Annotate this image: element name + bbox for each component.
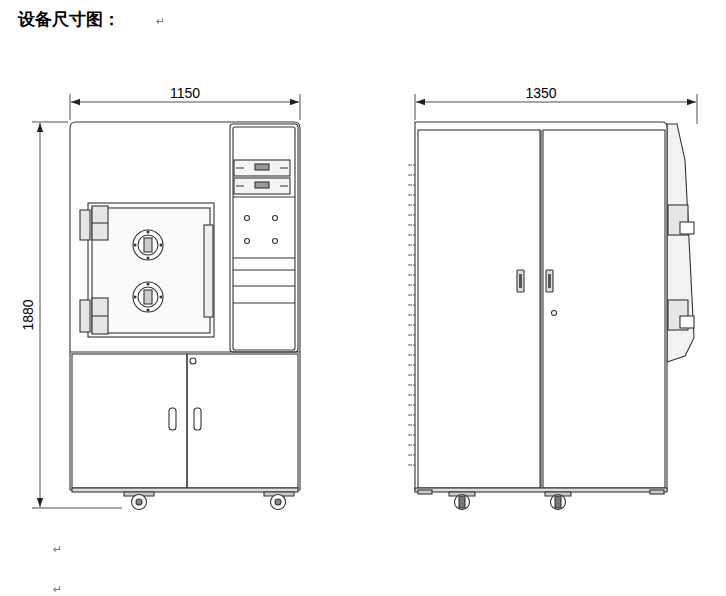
drawing-line [92, 298, 108, 334]
drawing-line [540, 130, 541, 488]
drawing-line [233, 196, 295, 197]
drawing-line [273, 216, 278, 221]
drawing-line [134, 244, 137, 247]
drawing-line [546, 270, 553, 292]
drawing-line [255, 182, 269, 188]
drawing-line [236, 168, 288, 186]
drawing-line [160, 244, 163, 247]
drawing-line [517, 270, 524, 292]
drawing-line [245, 239, 250, 244]
height-dimension: 1880 [21, 297, 36, 332]
drawing-line [133, 282, 163, 312]
drawing-line [138, 235, 158, 255]
drawing-line [40, 123, 41, 507]
drawing-line [233, 269, 295, 270]
drawing-line [204, 225, 213, 317]
drawing-line [72, 488, 298, 492]
drawing-line [194, 408, 201, 430]
drawing-line [92, 222, 108, 223]
drawing-line [255, 164, 269, 170]
drawing-line [144, 290, 152, 304]
drawing-title: 设备尺寸图： [18, 10, 120, 29]
drawing-line [415, 488, 667, 492]
drawing-line [555, 496, 561, 508]
drawing-line [88, 203, 214, 337]
drawing-line [667, 124, 694, 362]
drawing-line [32, 508, 122, 509]
drawing-line [273, 239, 278, 244]
side-view [408, 122, 694, 510]
drawing-line [455, 495, 470, 510]
drawing-line [70, 122, 300, 490]
drawing-line [190, 358, 196, 364]
drawing-line [415, 122, 667, 490]
drawing-line [233, 302, 295, 303]
drawing-line [416, 102, 696, 103]
drawing-line [134, 231, 163, 312]
drawing-line [144, 238, 152, 252]
drawing-line [459, 496, 465, 508]
paragraph-mark: ↵ [156, 16, 165, 28]
drawing-line [650, 490, 664, 494]
width-dimension: 1150 [168, 86, 202, 101]
drawing-line [138, 287, 158, 307]
drawing-line [233, 127, 295, 350]
drawing-line [552, 311, 557, 316]
drawing-line [418, 490, 432, 494]
drawing-line [415, 94, 416, 120]
drawing-line [160, 296, 163, 299]
drawing-line [147, 283, 150, 286]
drawing-line [275, 499, 281, 505]
drawing-line [418, 130, 540, 488]
drawing-line [92, 206, 108, 240]
drawing-line [233, 285, 295, 286]
drawing-line [680, 316, 694, 328]
drawing-line [80, 210, 90, 240]
drawing-line [551, 495, 566, 510]
drawing-line [187, 354, 298, 488]
drawing-line [70, 94, 71, 120]
paragraph-mark: ↵ [53, 544, 62, 556]
drawing-line [245, 216, 250, 221]
depth-dimension: 1350 [523, 86, 558, 101]
drawing-line [92, 208, 210, 333]
drawing-line [408, 160, 415, 470]
drawing-line [300, 94, 301, 120]
drawing-line [519, 274, 522, 288]
drawing-line [147, 231, 150, 234]
drawing-line [92, 315, 108, 316]
drawing-line [133, 230, 163, 260]
drawing-line [147, 309, 150, 312]
drawing-line [233, 257, 295, 258]
front-view [70, 122, 300, 510]
drawing-line [548, 274, 551, 288]
drawing-line [136, 499, 142, 505]
drawing-line [697, 94, 698, 124]
drawing-line [80, 300, 90, 332]
drawing-line [71, 102, 299, 103]
dimension-lines [32, 94, 697, 508]
drawing-line [543, 130, 665, 488]
drawing-line [271, 495, 286, 510]
drawing-line [147, 257, 150, 260]
drawing-line [72, 354, 187, 488]
paragraph-mark: ↵ [53, 584, 62, 596]
drawing-line [134, 296, 137, 299]
drawing-line [230, 124, 298, 352]
drawing-line [32, 122, 68, 123]
drawing-line [169, 408, 176, 430]
drawing-line [132, 495, 147, 510]
drawing-line [680, 222, 694, 234]
